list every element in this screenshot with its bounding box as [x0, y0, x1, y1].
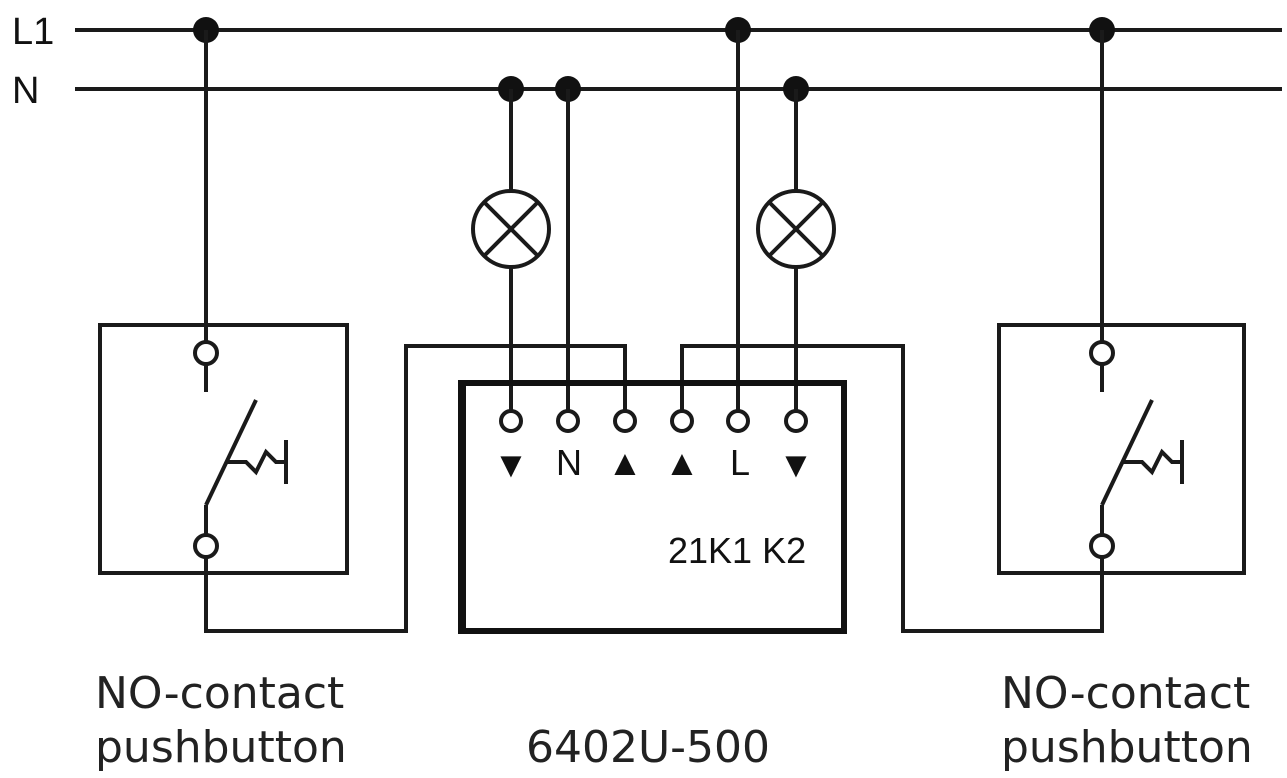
left-pushbutton-top-terminal	[193, 340, 219, 366]
right-push-actuator-symbol	[1122, 440, 1184, 484]
right-contact-blade	[1100, 399, 1154, 506]
right-lamp-cross	[767, 200, 825, 258]
left-contact-blade	[204, 399, 258, 506]
terminal-label-down: ▼	[493, 444, 529, 485]
actuator-terminal	[499, 409, 523, 433]
actuator-channel-label: 21K1 K2	[668, 530, 806, 571]
actuator-caption: 6402U-500	[526, 722, 770, 773]
left-lamp-cross	[482, 200, 540, 258]
l1-bus-label: L1	[12, 11, 54, 53]
left-pushbutton-caption-line1: NO-contact	[95, 668, 344, 719]
terminal-label-up: ▲	[607, 442, 643, 483]
actuator-terminal	[726, 409, 750, 433]
right-pushbutton-output-wire	[680, 344, 1104, 633]
actuator-terminal	[556, 409, 580, 433]
actuator-terminal	[613, 409, 637, 433]
terminal-label-up: ▲	[664, 442, 700, 483]
actuator-terminal	[784, 409, 808, 433]
left-push-actuator-symbol	[226, 440, 288, 484]
left-pushbutton-bottom-terminal	[193, 533, 219, 559]
actuator-terminal	[670, 409, 694, 433]
right-pushbutton-box	[997, 323, 1246, 575]
left-pushbutton-caption-line2: pushbutton	[95, 722, 347, 773]
right-pushbutton-caption-line2: pushbutton	[1001, 722, 1253, 773]
n-bus-label: N	[12, 70, 39, 112]
terminal-label-n: N	[556, 442, 582, 483]
right-pushbutton-top-terminal	[1089, 340, 1115, 366]
right-pushbutton-bottom-terminal	[1089, 533, 1115, 559]
terminal-label-down: ▼	[778, 444, 814, 485]
left-pushbutton-output-wire	[204, 344, 627, 633]
terminal-label-l: L	[730, 442, 750, 483]
right-pushbutton-caption-line1: NO-contact	[1001, 668, 1250, 719]
left-pushbutton-box	[98, 323, 349, 575]
